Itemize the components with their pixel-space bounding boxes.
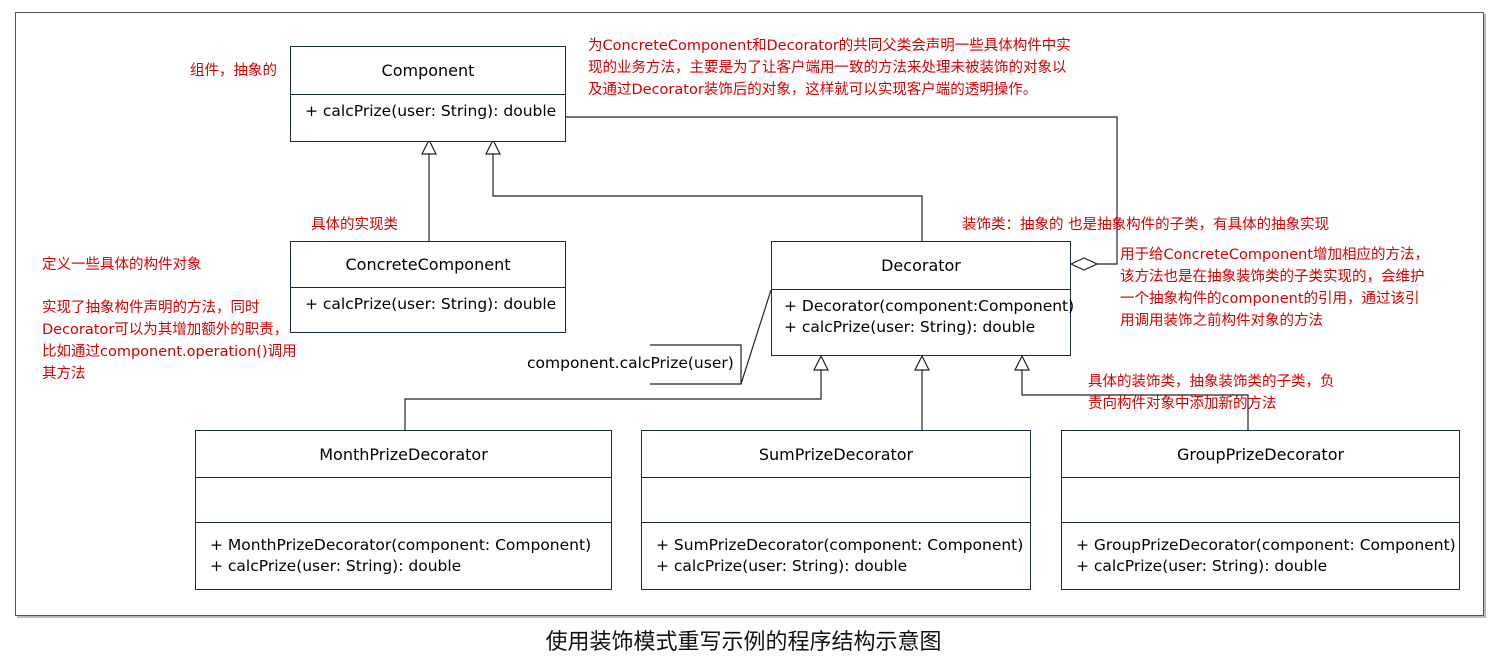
note-line: 实现了抽象构件声明的方法，同时 — [42, 300, 260, 316]
class-concrete-component: ConcreteComponent + calcPrize(user: Stri… — [290, 241, 566, 333]
operations: + calcPrize(user: String): double — [291, 288, 565, 315]
arrowhead-sum — [914, 354, 930, 371]
class-name: ConcreteComponent — [291, 242, 565, 288]
component-label-note: 组件，抽象的 — [190, 63, 277, 79]
component-description-note: 为ConcreteComponent和Decorator的共同父类会声明一些具体… — [588, 35, 1071, 101]
aggregation-line — [566, 116, 1118, 265]
callout-bracket — [650, 344, 742, 385]
callout-connector — [740, 289, 772, 385]
note-line: 该方法也是在抽象装饰类的子类实现的，会维护 — [1120, 269, 1425, 285]
concrete-label-note: 具体的实现类 — [311, 217, 398, 233]
decorator-description-note: 用于给ConcreteComponent增加相应的方法， 该方法也是在抽象装饰类… — [1120, 244, 1429, 332]
class-name: Component — [291, 47, 565, 95]
arrowhead-decorator — [485, 138, 501, 155]
note-line: 现的业务方法，主要是为了让客户端用一致的方法来处理未被装饰的对象以 — [588, 60, 1067, 76]
note-line: 比如通过component.operation()调用 — [42, 344, 297, 360]
note-line: 用于给ConcreteComponent增加相应的方法， — [1120, 247, 1430, 263]
note-line: 及通过Decorator装饰后的对象，这样就可以实现客户端的透明操作。 — [588, 82, 1038, 98]
operations: + SumPrizeDecorator(component: Component… — [642, 523, 1030, 577]
subclass-description-note: 具体的装饰类，抽象装饰类的子类，负 责向构件对象中添加新的方法 — [1088, 371, 1335, 415]
arrowhead-concrete — [421, 138, 437, 155]
class-component: Component + calcPrize(user: String): dou… — [290, 46, 566, 142]
operation: + calcPrize(user: String): double — [305, 295, 557, 313]
operation: + calcPrize(user: String): double — [210, 557, 462, 575]
class-month-prize-decorator: MonthPrizeDecorator + MonthPrizeDecorato… — [195, 430, 612, 590]
class-name: SumPrizeDecorator — [642, 431, 1030, 478]
note-line: 为ConcreteComponent和Decorator的共同父类会声明一些具体… — [588, 38, 1071, 54]
note-line: 具体的装饰类，抽象装饰类的子类，负 — [1088, 374, 1335, 390]
note-line: 其方法 — [42, 366, 86, 382]
operation: + SumPrizeDecorator(component: Component… — [656, 536, 1024, 554]
arrowhead-group — [1014, 354, 1030, 371]
attributes-section — [1062, 478, 1459, 523]
operation: + calcPrize(user: String): double — [305, 102, 557, 120]
operations: + calcPrize(user: String): double — [291, 95, 565, 122]
class-group-prize-decorator: GroupPrizeDecorator + GroupPrizeDecorato… — [1061, 430, 1460, 590]
concrete-define-note: 定义一些具体的构件对象 — [42, 257, 202, 273]
operations: + GroupPrizeDecorator(component: Compone… — [1062, 523, 1459, 577]
group-inherit-line — [1021, 369, 1249, 430]
attributes-section — [196, 478, 611, 523]
decorator-label-note: 装饰类：抽象的 也是抽象构件的子类，有具体的抽象实现 — [962, 217, 1330, 233]
note-line: 一个抽象构件的component的引用，通过该引 — [1120, 291, 1420, 307]
class-decorator: Decorator + Decorator(component:Componen… — [771, 241, 1075, 356]
arrowhead-month — [813, 354, 829, 371]
callout-note: component.calcPrize(user) — [527, 354, 734, 372]
operation: + Decorator(component:Component) — [784, 297, 1075, 315]
operation: + MonthPrizeDecorator(component: Compone… — [210, 536, 592, 554]
decorator-inherit-line — [492, 153, 923, 241]
class-name: GroupPrizeDecorator — [1062, 431, 1459, 478]
attributes-section — [642, 478, 1030, 523]
figure-caption: 使用装饰模式重写示例的程序结构示意图 — [545, 630, 942, 655]
class-name: MonthPrizeDecorator — [196, 431, 611, 478]
class-sum-prize-decorator: SumPrizeDecorator + SumPrizeDecorator(co… — [641, 430, 1031, 590]
aggregation-diamond — [1069, 257, 1099, 271]
note-line: 用调用装饰之前构件对象的方法 — [1120, 313, 1323, 329]
operations: + MonthPrizeDecorator(component: Compone… — [196, 523, 611, 577]
month-inherit-line — [404, 369, 822, 430]
operation: + calcPrize(user: String): double — [1076, 557, 1328, 575]
note-line: 责向构件对象中添加新的方法 — [1088, 396, 1277, 412]
concrete-description-note: 实现了抽象构件声明的方法，同时 Decorator可以为其增加额外的职责， 比如… — [42, 297, 297, 385]
operation: + calcPrize(user: String): double — [656, 557, 908, 575]
note-line: Decorator可以为其增加额外的职责， — [42, 322, 289, 338]
class-name: Decorator — [772, 242, 1070, 290]
operations: + Decorator(component:Component) + calcP… — [772, 290, 1075, 338]
operation: + calcPrize(user: String): double — [784, 318, 1036, 336]
diagram-frame — [15, 12, 1484, 616]
operation: + GroupPrizeDecorator(component: Compone… — [1076, 536, 1456, 554]
